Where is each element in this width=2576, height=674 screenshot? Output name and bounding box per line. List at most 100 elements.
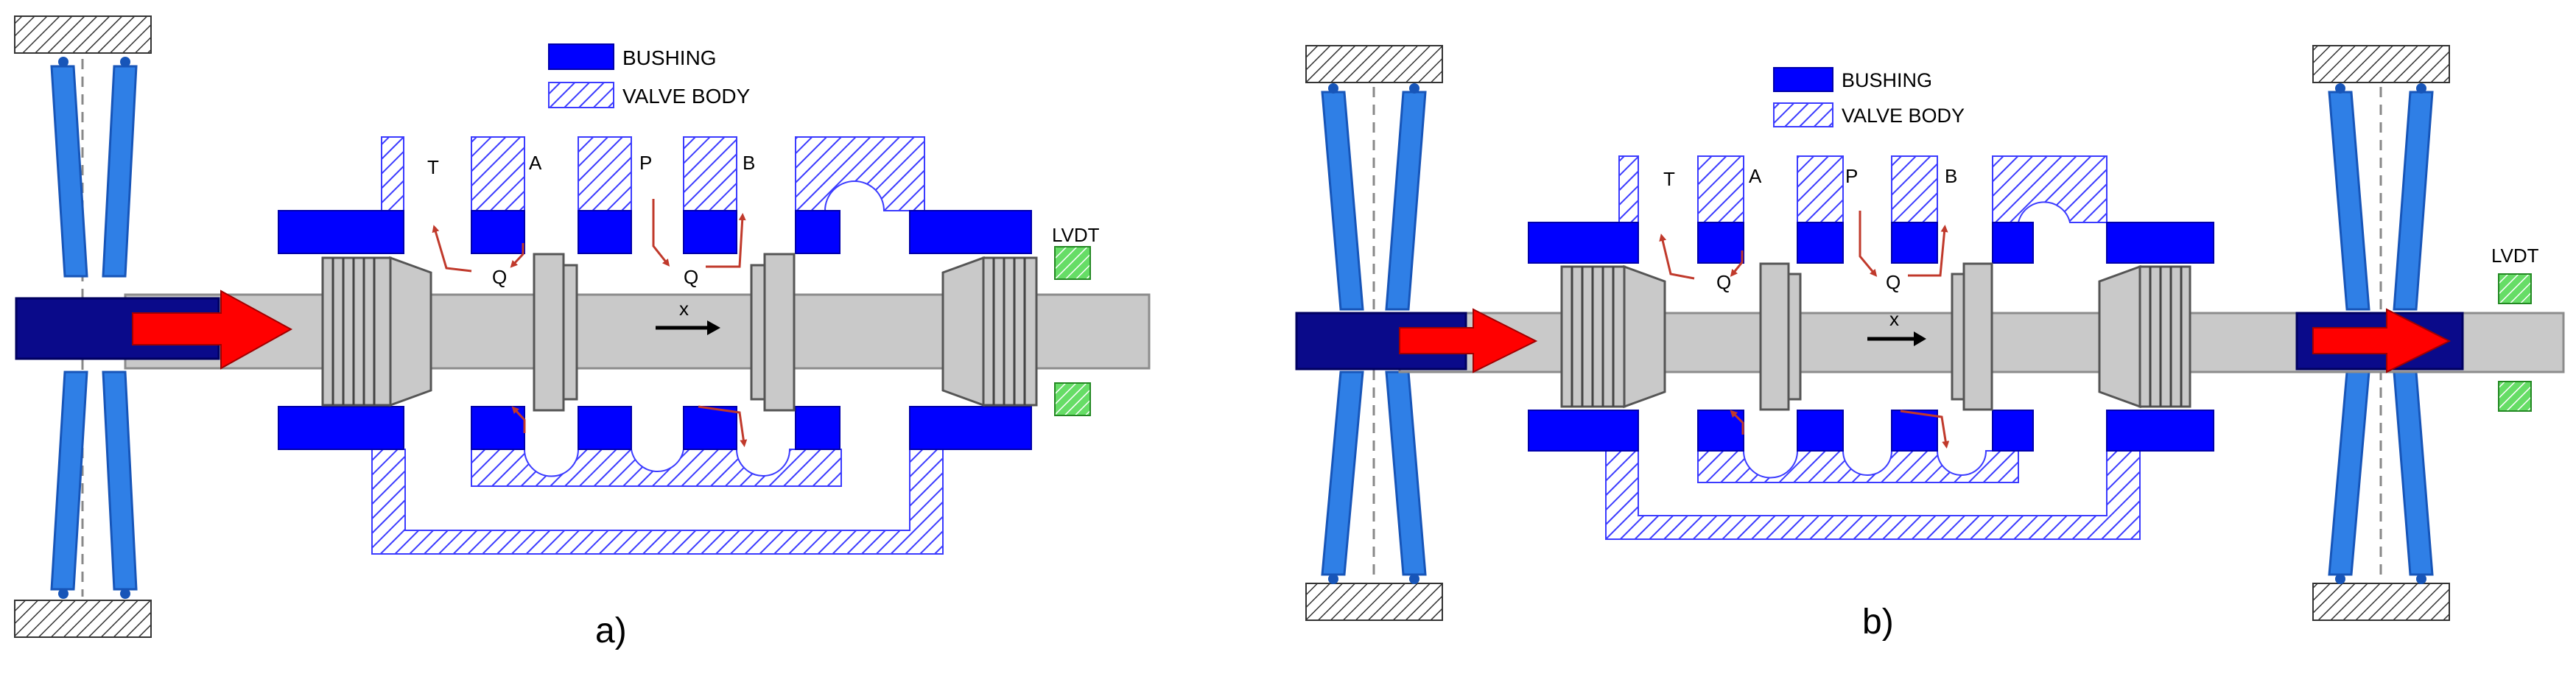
strut — [1321, 91, 1364, 311]
valve-body-segment — [381, 136, 404, 211]
bushing — [578, 406, 632, 450]
valve-body-segment — [1891, 155, 1938, 223]
valve-body-segment — [683, 136, 737, 211]
flow-label-q: Q — [684, 266, 698, 288]
lvdt-coil — [2498, 273, 2532, 304]
flow-arrows — [432, 199, 748, 447]
ground-bottom — [1305, 583, 1443, 621]
flow-arrow — [1900, 410, 1950, 449]
spool-cone — [389, 256, 432, 407]
bushing — [1992, 410, 2034, 452]
legend-valve-body-label: VALVE BODY — [1842, 105, 1965, 127]
lvdt-coil — [1054, 382, 1091, 416]
legend-bushing-swatch — [548, 43, 614, 70]
strut — [50, 65, 88, 278]
ground-top — [14, 15, 152, 54]
panel-b: x LVDT T A P B Q Q BUSHING VALVE BODY b) — [1295, 45, 2565, 642]
valve-body — [371, 136, 944, 555]
port-label-t: T — [1663, 168, 1675, 190]
bushings — [1528, 222, 2214, 452]
valve-body — [1605, 155, 2141, 540]
bushing — [683, 406, 737, 450]
valve-body-segment — [578, 136, 632, 211]
bushing — [909, 210, 1032, 254]
spool-land — [763, 253, 796, 412]
bushing — [578, 210, 632, 254]
strut — [2328, 91, 2370, 311]
bushing — [1891, 222, 1938, 264]
lvdt-label: LVDT — [2491, 245, 2539, 267]
spool-cone — [941, 256, 985, 407]
bushing — [2106, 222, 2214, 264]
flow-label-q: Q — [492, 266, 507, 288]
caption-b: b) — [1862, 603, 1894, 642]
legend: BUSHING VALVE BODY — [1773, 67, 1965, 127]
pivot — [2335, 83, 2345, 94]
legend-valve-body-swatch — [1773, 102, 1833, 127]
port-label-t: T — [427, 156, 439, 178]
spool-land — [1962, 262, 1993, 411]
bushings — [278, 210, 1032, 450]
spool-features — [1560, 262, 2191, 411]
panel-a: x LVDT T A P B Q Q BUSHING VALVE BODY a) — [14, 15, 1151, 650]
flow-arrow — [698, 405, 748, 447]
bushing — [1528, 222, 1639, 264]
port-label-p: P — [639, 152, 652, 174]
port-label-a: A — [529, 152, 542, 174]
valve-body-segment — [1697, 155, 1744, 223]
flexure-struts-left — [14, 15, 152, 638]
flow-arrow — [1859, 211, 1878, 277]
port-label-b: B — [1945, 165, 1957, 187]
actuation-arrow — [132, 289, 293, 370]
pivot — [2416, 574, 2426, 584]
flow-arrows — [1659, 211, 1950, 449]
flow-arrow — [1730, 410, 1744, 435]
spool-land — [1951, 273, 1965, 401]
push-rod — [1295, 312, 1467, 371]
valve-body-return — [1605, 450, 2141, 540]
flow-arrow — [1908, 225, 1948, 277]
actuation-arrow — [1399, 308, 1538, 373]
bushing — [795, 210, 840, 254]
lvdt-coil — [2498, 381, 2532, 412]
bushing — [1697, 222, 1744, 264]
flexure-struts-left — [1305, 45, 1443, 621]
pivot — [58, 57, 69, 67]
bushing — [278, 406, 404, 450]
bushing — [683, 210, 737, 254]
port-label-a: A — [1749, 165, 1762, 187]
spool-end-stack — [2138, 265, 2191, 408]
flow-label-q: Q — [1716, 271, 1731, 293]
spool-end-stack — [982, 256, 1038, 407]
displacement-label: x — [679, 298, 689, 320]
legend-bushing-label: BUSHING — [1842, 69, 1932, 91]
legend-bushing-label: BUSHING — [622, 46, 717, 69]
ground-top — [1305, 45, 1443, 83]
valve-body-segment — [1992, 155, 2108, 223]
strut — [50, 371, 88, 591]
flow-arrow — [1730, 250, 1744, 277]
displacement-arrow-head — [707, 320, 720, 335]
bushing — [1797, 222, 1844, 264]
ground-bottom — [14, 600, 152, 638]
pivot — [2335, 574, 2345, 584]
spool-cone — [1623, 264, 1666, 409]
bushing — [471, 210, 525, 254]
legend: BUSHING VALVE BODY — [548, 43, 751, 108]
valve-body-segment — [1797, 155, 1844, 223]
flow-arrow — [652, 199, 670, 267]
spool-land — [1787, 273, 1802, 401]
spool-land — [562, 264, 578, 401]
bushing — [1528, 410, 1639, 452]
bushing — [2106, 410, 2214, 452]
strut — [2393, 91, 2434, 311]
spool-features — [321, 253, 1038, 412]
spool-land — [533, 253, 565, 412]
port-label-p: P — [1845, 165, 1858, 187]
flow-arrow — [706, 213, 746, 268]
valve-body-segment — [795, 136, 925, 211]
strut — [2328, 371, 2370, 576]
flow-arrow — [1659, 234, 1695, 280]
pivot — [120, 589, 130, 599]
